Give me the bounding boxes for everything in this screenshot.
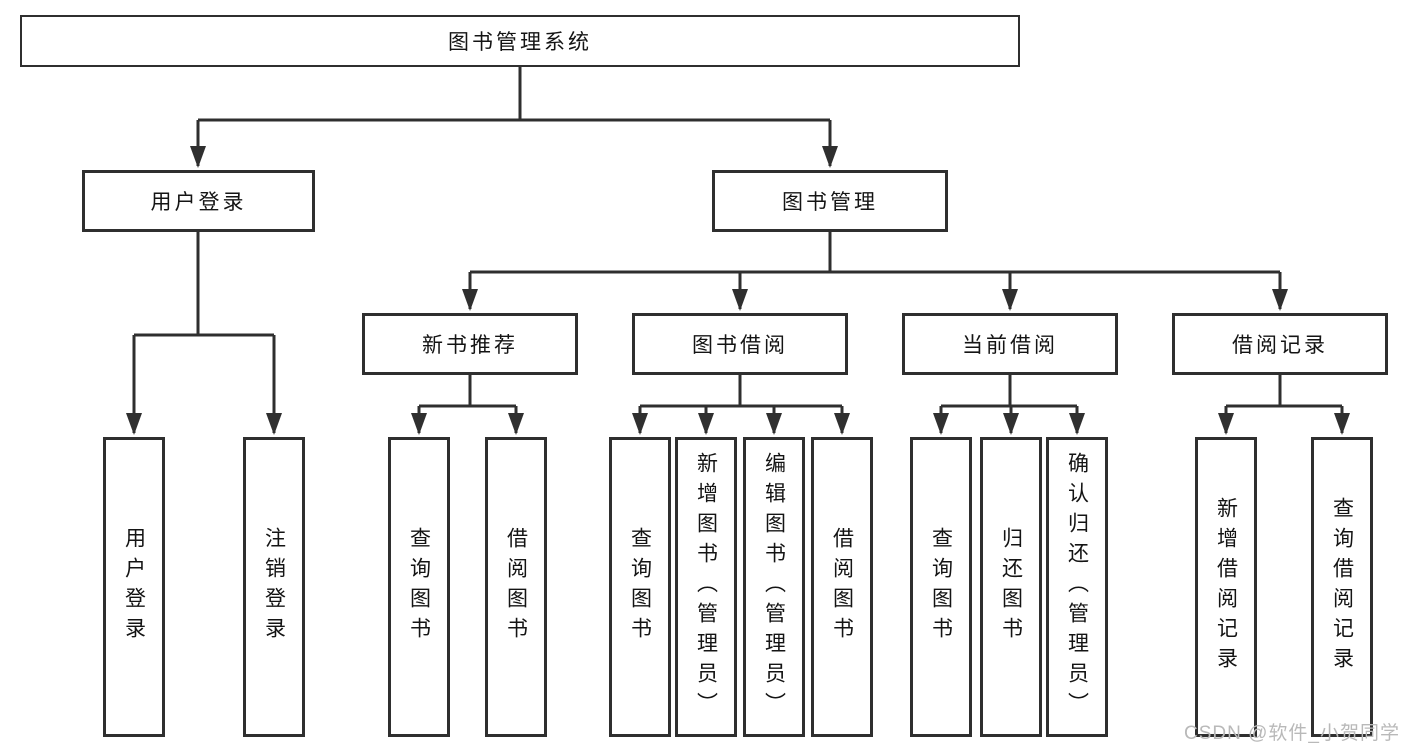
leaf-query-book-2: 查询图书 (609, 437, 671, 737)
leaf-confirm-return-admin: 确认归还（管理员） (1046, 437, 1108, 737)
node-borrow-records: 借阅记录 (1172, 313, 1388, 375)
leaf-query-book-1: 查询图书 (388, 437, 450, 737)
leaf-query-book-3-label: 查询图书 (929, 527, 953, 647)
leaf-query-borrow-record-label: 查询借阅记录 (1330, 497, 1354, 677)
node-user-login: 用户登录 (82, 170, 315, 232)
leaf-logout: 注销登录 (243, 437, 305, 737)
leaf-return-book: 归还图书 (980, 437, 1042, 737)
node-book-borrow: 图书借阅 (632, 313, 848, 375)
node-new-book-recommend: 新书推荐 (362, 313, 578, 375)
leaf-query-borrow-record: 查询借阅记录 (1311, 437, 1373, 737)
node-current-borrow-label: 当前借阅 (962, 334, 1058, 357)
leaf-borrow-book-2: 借阅图书 (811, 437, 873, 737)
leaf-query-book-1-label: 查询图书 (407, 527, 431, 647)
node-book-management: 图书管理 (712, 170, 948, 232)
node-root: 图书管理系统 (20, 15, 1020, 67)
leaf-add-book-admin: 新增图书（管理员） (675, 437, 737, 737)
leaf-query-book-3: 查询图书 (910, 437, 972, 737)
node-new-book-recommend-label: 新书推荐 (422, 334, 518, 357)
leaf-add-borrow-record-label: 新增借阅记录 (1214, 497, 1238, 677)
leaf-user-login: 用户登录 (103, 437, 165, 737)
node-root-label: 图书管理系统 (448, 31, 592, 54)
leaf-return-book-label: 归还图书 (999, 527, 1023, 647)
leaf-confirm-return-admin-label: 确认归还（管理员） (1065, 452, 1089, 722)
leaf-logout-label: 注销登录 (262, 527, 286, 647)
node-borrow-records-label: 借阅记录 (1232, 334, 1328, 357)
node-book-borrow-label: 图书借阅 (692, 334, 788, 357)
leaf-add-borrow-record: 新增借阅记录 (1195, 437, 1257, 737)
leaf-user-login-label: 用户登录 (122, 527, 146, 647)
node-user-login-label: 用户登录 (150, 191, 247, 214)
leaf-add-book-admin-label: 新增图书（管理员） (694, 452, 718, 722)
watermark: CSDN @软件_小贺同学 (1184, 723, 1400, 744)
leaf-borrow-book-2-label: 借阅图书 (830, 527, 854, 647)
leaf-edit-book-admin-label: 编辑图书（管理员） (762, 452, 786, 722)
leaf-query-book-2-label: 查询图书 (628, 527, 652, 647)
node-book-management-label: 图书管理 (782, 191, 878, 214)
leaf-borrow-book-1-label: 借阅图书 (504, 527, 528, 647)
leaf-borrow-book-1: 借阅图书 (485, 437, 547, 737)
node-current-borrow: 当前借阅 (902, 313, 1118, 375)
leaf-edit-book-admin: 编辑图书（管理员） (743, 437, 805, 737)
